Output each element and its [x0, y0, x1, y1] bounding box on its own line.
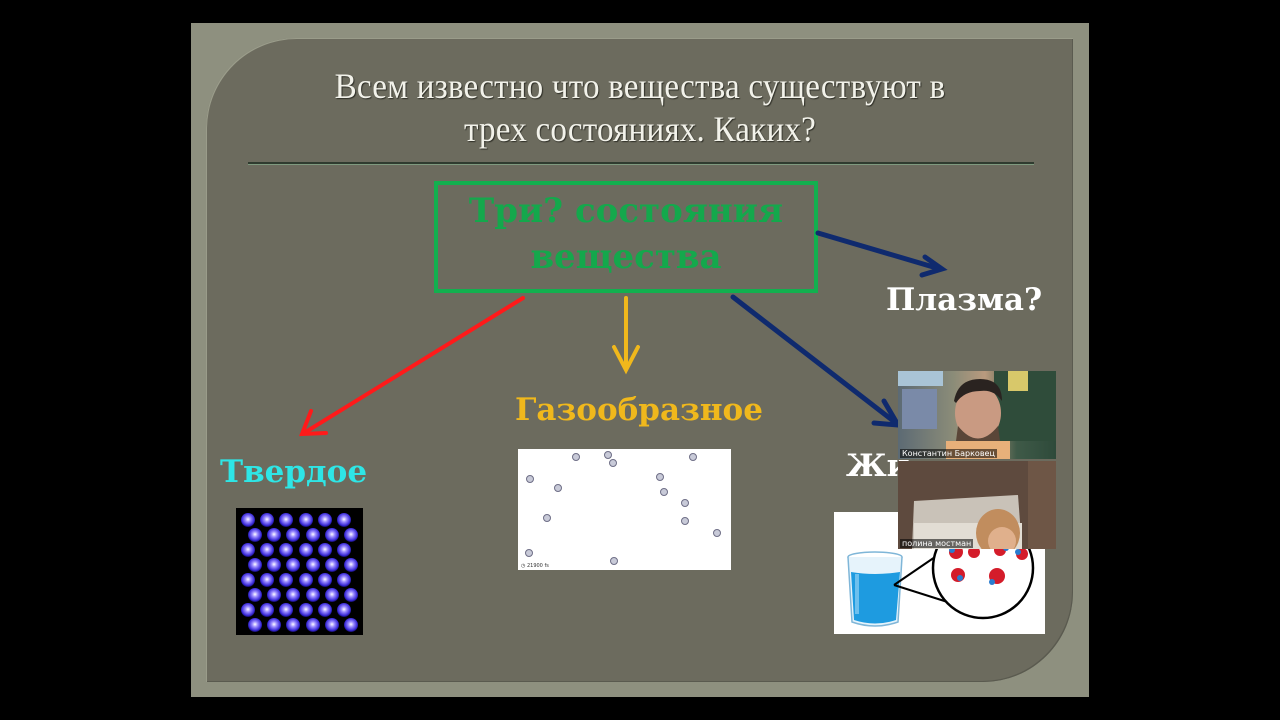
slide-title: Всем известно что вещества существуют в … — [227, 65, 1053, 151]
title-line-2: трех состояниях. Каких? — [463, 109, 816, 149]
gas-particles-image: ◷ 21900 fs — [518, 449, 731, 570]
center-box-line-2: вещества — [530, 237, 722, 277]
presentation-slide: Всем известно что вещества существуют в … — [191, 23, 1089, 697]
arrow-to-plasma-icon — [815, 230, 948, 278]
center-box-line-1: Три? состояния — [468, 191, 784, 231]
arrow-to-gas-icon — [612, 296, 640, 375]
label-plasma: Плазма? — [886, 282, 1043, 318]
label-gas: Газообразное — [515, 392, 763, 428]
participant-1-video-frame — [898, 371, 1056, 459]
participant-name-2: полина мостман — [900, 539, 974, 548]
solid-lattice-image — [236, 508, 363, 635]
video-tile-participant-1[interactable]: Константин Барковец — [898, 371, 1056, 459]
video-tile-participant-2[interactable]: полина мостман — [898, 461, 1056, 549]
simulation-timer: ◷ 21900 fs — [521, 563, 549, 569]
timer-text: 21900 fs — [526, 563, 549, 569]
center-box: Три? состояния вещества — [434, 181, 818, 293]
title-divider — [248, 162, 1034, 164]
diagram-arrows — [299, 230, 948, 437]
participant-2-video-frame — [898, 461, 1056, 549]
label-solid: Твердое — [220, 454, 368, 490]
arrow-to-solid-icon — [299, 296, 525, 437]
participant-name-1: Константин Барковец — [900, 449, 997, 458]
title-line-1: Всем известно что вещества существуют в — [334, 66, 946, 106]
